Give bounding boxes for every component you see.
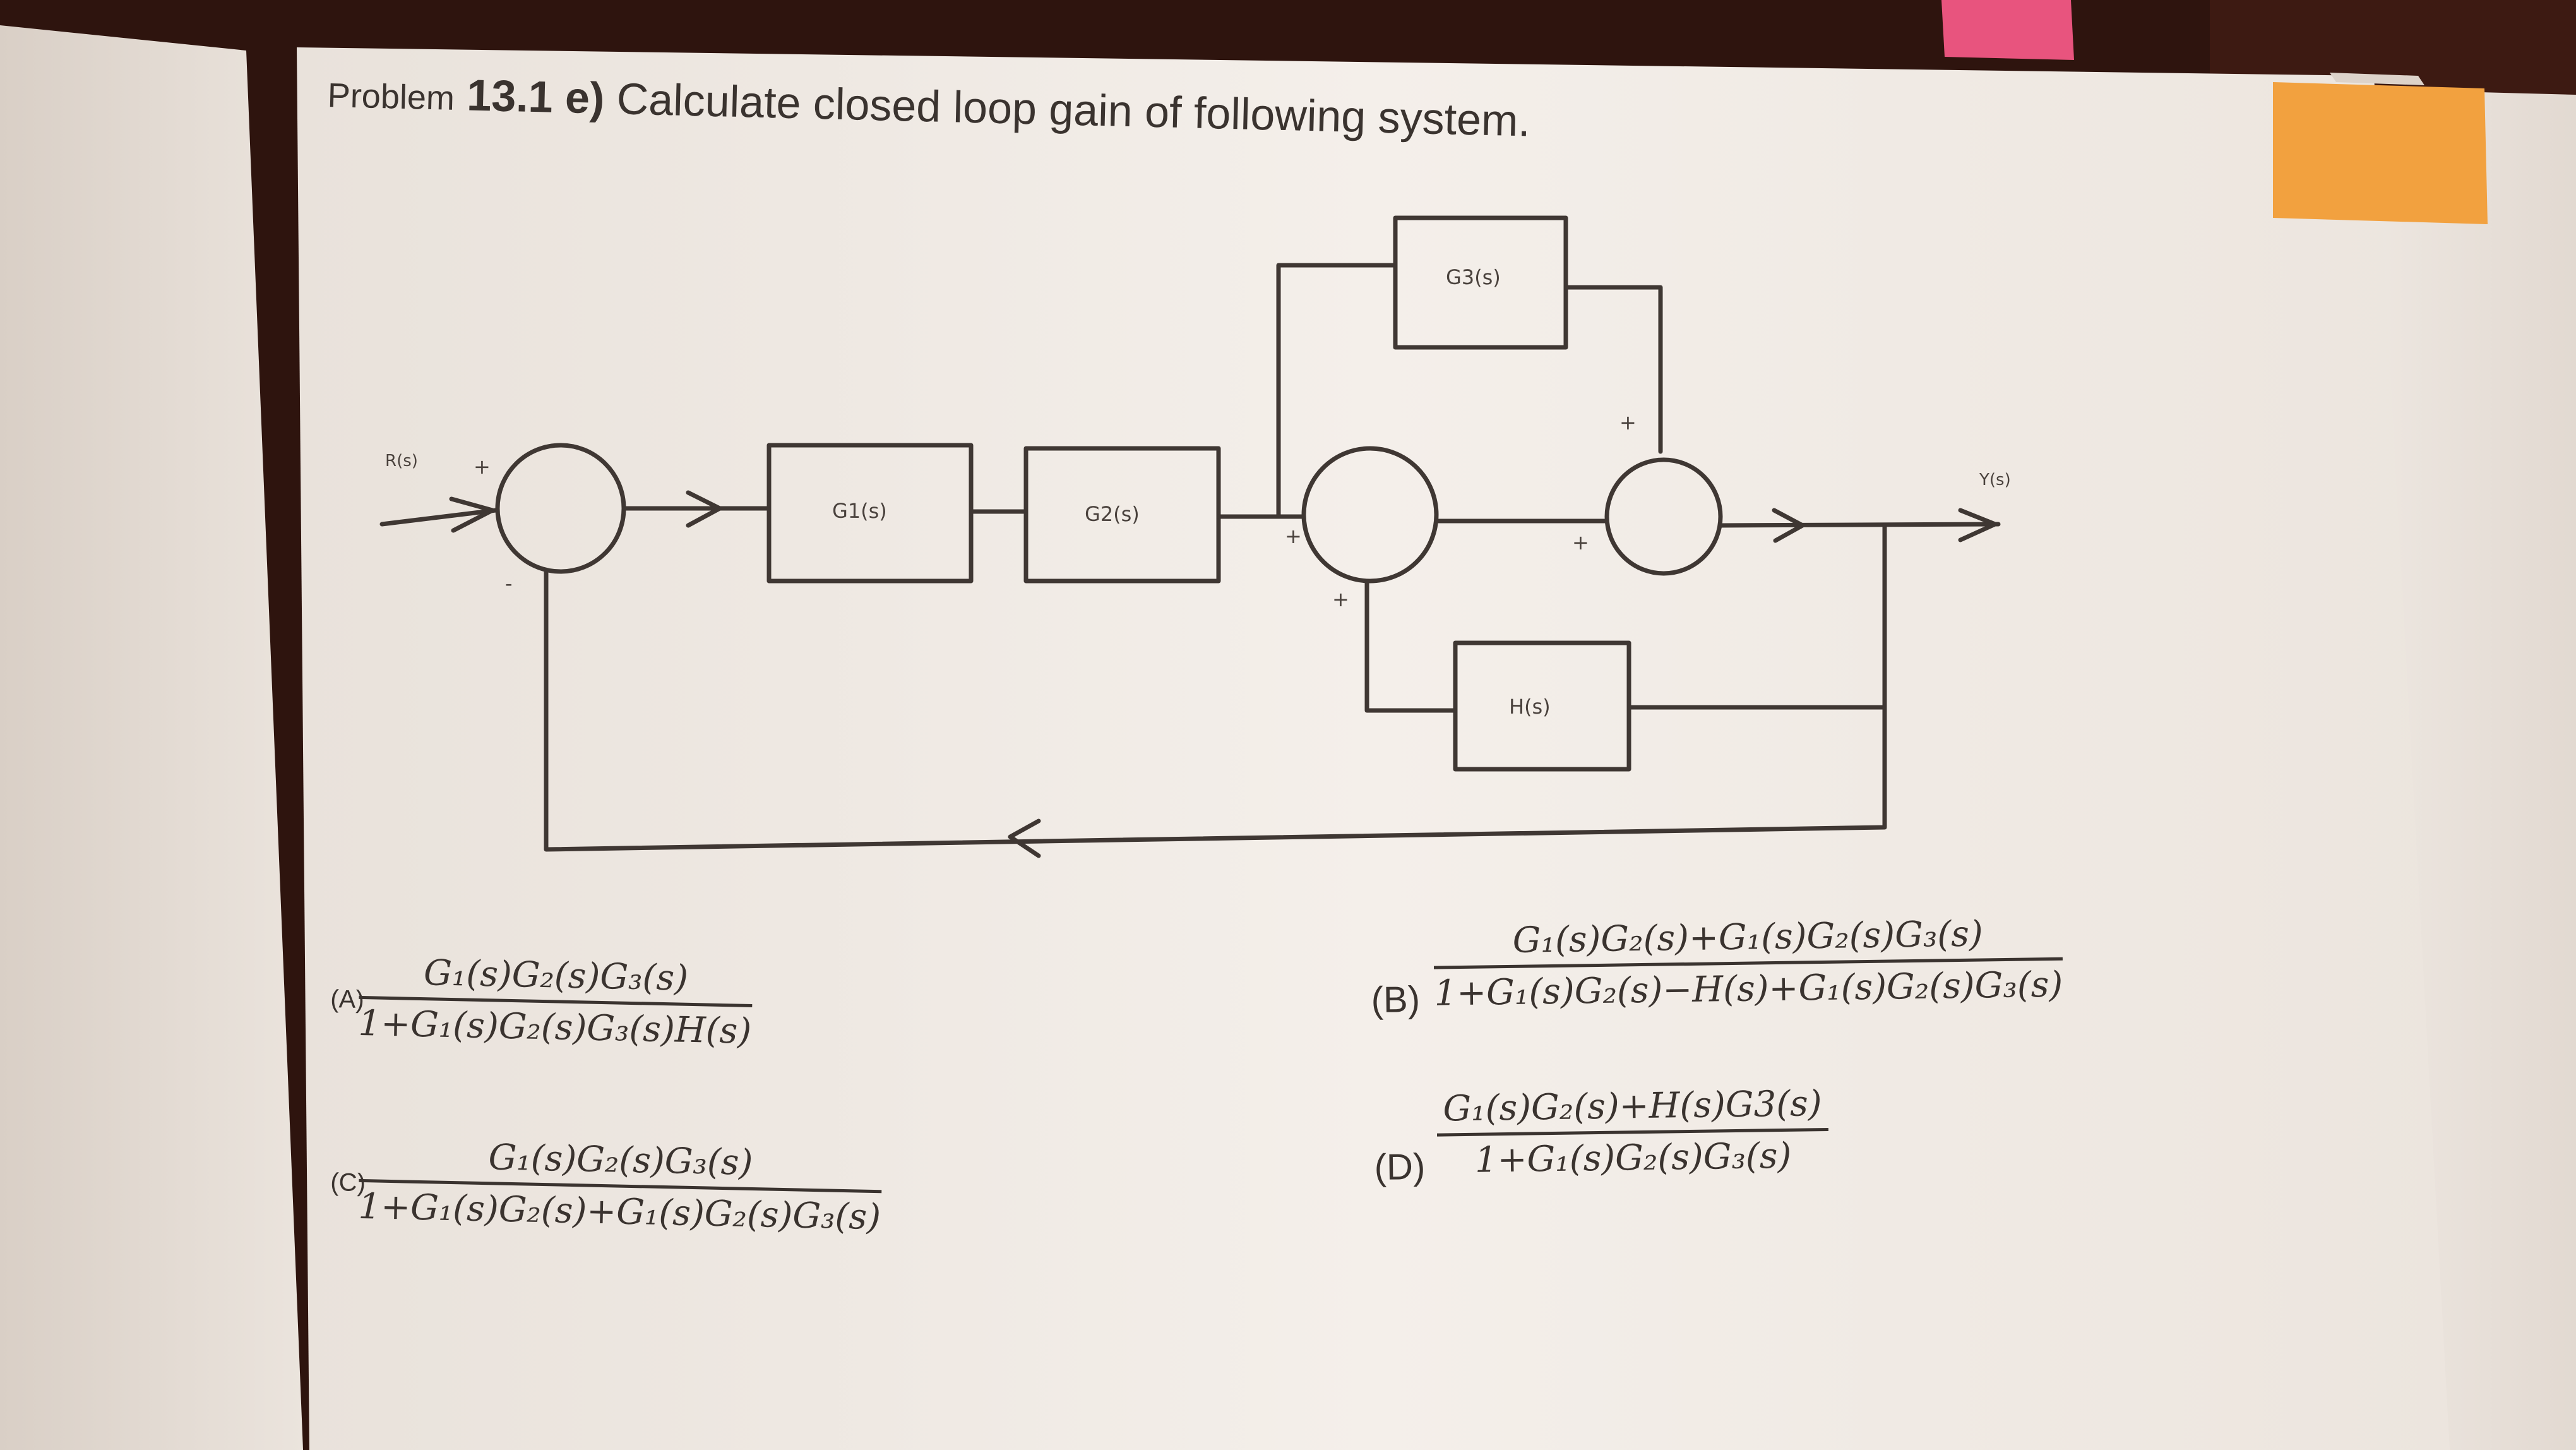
problem-prefix: Problem xyxy=(327,76,455,117)
block-g2-label: G2(s) xyxy=(1084,501,1140,527)
branch-to-g3 xyxy=(1276,263,1398,519)
left-page xyxy=(0,25,303,1450)
block-g3-label: G3(s) xyxy=(1445,265,1501,290)
block-g1-label: G1(s) xyxy=(832,498,887,524)
input-arrow xyxy=(449,496,495,533)
input-label: R(s) xyxy=(385,452,418,470)
output-label: Y(s) xyxy=(1979,470,2011,489)
output-line xyxy=(1718,522,2001,528)
summing-junction-2 xyxy=(1301,446,1439,584)
block-diagram xyxy=(379,215,2001,858)
option-b-label: (B) xyxy=(1371,978,1421,1021)
block-h-label: H(s) xyxy=(1508,694,1551,719)
option-b-denominator: 1+G₁(s)G₂(s)−H(s)+G₁(s)G₂(s)G₃(s) xyxy=(1434,964,2063,1014)
sign-s1-fb: - xyxy=(505,572,513,596)
sign-s1-in: + xyxy=(474,455,491,479)
s1-to-g1-arrow xyxy=(686,490,722,528)
sign-s2-bottom: + xyxy=(1332,587,1349,611)
output-arrow xyxy=(1958,508,1998,542)
option-b-numerator: G₁(s)G₂(s)+G₁(s)G₂(s)G₃(s) xyxy=(1433,912,2063,969)
option-d-numerator: G₁(s)G₂(s)+H(s)G3(s) xyxy=(1436,1082,1829,1137)
feedback-arrow xyxy=(1008,818,1041,858)
book-page xyxy=(297,47,2450,1450)
g3-to-s3-line xyxy=(1563,285,1663,454)
sign-s3-left: + xyxy=(1572,530,1589,554)
input-line xyxy=(379,508,498,527)
s3-output-arrow xyxy=(1772,508,1805,543)
option-a-denominator: 1+G₁(s)G₂(s)G₃(s)H(s) xyxy=(357,1002,752,1052)
block-h xyxy=(1453,640,1631,772)
h-to-s2-line xyxy=(1364,578,1458,713)
problem-number: 13.1 e) xyxy=(466,70,605,123)
page-edge-stack xyxy=(2330,73,2424,85)
block-g3 xyxy=(1393,215,1568,350)
sign-s2-top: + xyxy=(1285,524,1302,548)
orange-sticky-note xyxy=(2273,82,2488,224)
summing-junction-3 xyxy=(1604,457,1723,576)
option-d-label: (D) xyxy=(1374,1146,1426,1188)
option-a-numerator: G₁(s)G₂(s)G₃(s) xyxy=(359,950,753,1007)
main-feedback-path xyxy=(544,569,1887,852)
option-d-denominator: 1+G₁(s)G₂(s)G₃(s) xyxy=(1474,1135,1792,1181)
sign-s3-top: + xyxy=(1619,410,1637,434)
pink-sticky-tab xyxy=(1941,0,2074,60)
